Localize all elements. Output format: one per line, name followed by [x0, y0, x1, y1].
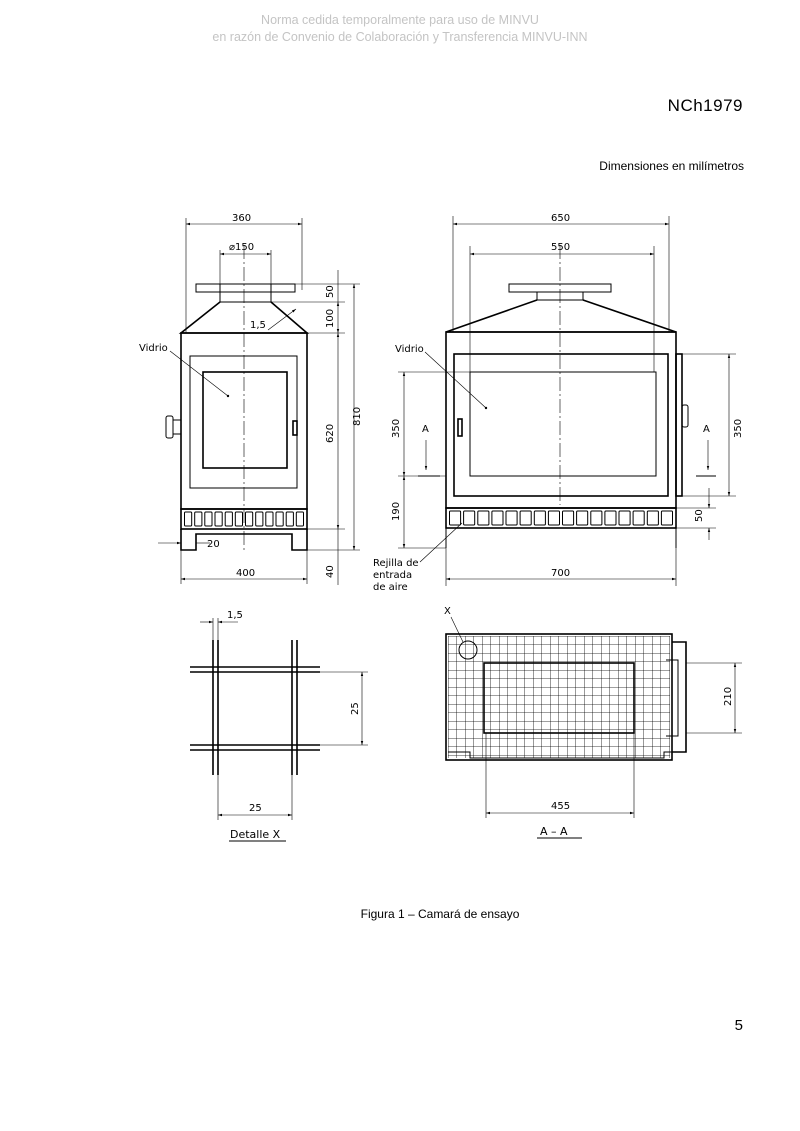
section-opening	[483, 662, 635, 734]
grille-cell	[463, 510, 476, 526]
detail-dim-15: 1,5	[227, 610, 243, 621]
section-title: A – A	[540, 825, 568, 838]
side-dim-50: 50	[325, 285, 336, 298]
front-dim-190: 190	[391, 502, 402, 521]
front-section-mark-right: A	[703, 424, 710, 435]
grille-cell	[632, 510, 645, 526]
side-dim-20: 20	[207, 539, 220, 550]
front-dim-650: 650	[551, 213, 570, 224]
side-dim-400: 400	[236, 568, 255, 579]
section-dim-210: 210	[723, 687, 734, 706]
grille-cell	[618, 510, 631, 526]
grille-cell	[491, 510, 504, 526]
front-dim-700: 700	[551, 568, 570, 579]
front-label-grid-2: entrada	[373, 570, 412, 581]
grille-cell	[449, 510, 462, 526]
side-handle	[292, 420, 298, 436]
front-label-grid-3: de aire	[373, 582, 408, 593]
section-dim-455: 455	[551, 801, 570, 812]
section-grid	[448, 636, 670, 758]
front-frame	[453, 353, 669, 497]
detail-dim-25-h: 25	[249, 803, 262, 814]
grille-cell	[214, 511, 223, 527]
grille-cell	[604, 510, 617, 526]
grille-cell	[590, 510, 603, 526]
grille-cell	[245, 511, 254, 527]
section-outline	[445, 633, 673, 761]
front-flue-neck	[536, 291, 584, 301]
grille-cell	[295, 511, 304, 527]
front-side-panel	[675, 353, 683, 497]
front-handle	[457, 418, 463, 437]
units-note: Dimensiones en milímetros	[599, 159, 744, 173]
grille-cell	[234, 511, 244, 527]
grille-cell	[275, 511, 284, 527]
side-legs	[180, 529, 308, 551]
side-flue-neck	[219, 291, 272, 303]
front-grille-frame	[445, 507, 677, 529]
grille-cell	[660, 510, 674, 526]
standard-code: NCh1979	[667, 96, 743, 115]
front-label-grid-1: Rejilla de	[373, 558, 419, 569]
grille-cell	[646, 510, 659, 526]
grille-cell	[533, 510, 546, 526]
grille-cell	[576, 510, 589, 526]
grille-cell	[547, 510, 561, 526]
detail-dim-25-v: 25	[350, 702, 361, 715]
front-view: 650 550 Vidrio 350 190 A A 350 50	[373, 213, 744, 593]
grille-cell	[194, 511, 203, 527]
detail-x: 1,5 25 25 Detalle X	[190, 610, 368, 842]
side-view: 360 ⌀150 1,5 50 100 620 810 40 20 400 Vi…	[139, 213, 363, 585]
side-flue-collar	[219, 283, 272, 293]
page-number: 5	[734, 1017, 743, 1034]
grille-cell	[224, 511, 233, 527]
front-hood	[445, 299, 677, 333]
front-dim-50: 50	[694, 509, 705, 522]
section-aa: X 210 455 A – A	[444, 606, 742, 839]
front-body	[445, 331, 677, 509]
grille-cell	[184, 511, 193, 527]
front-section-mark-left: A	[422, 424, 429, 435]
side-dim-40: 40	[325, 565, 336, 578]
front-dim-350-right: 350	[733, 419, 744, 438]
front-grille-cells	[449, 510, 674, 526]
grille-cell	[477, 510, 490, 526]
side-knob-left	[165, 415, 174, 439]
grille-cell	[204, 511, 213, 527]
grille-cell	[519, 510, 532, 526]
side-dim-810: 810	[352, 407, 363, 426]
front-dim-350-left: 350	[391, 419, 402, 438]
grille-cell	[255, 511, 264, 527]
side-flange-left	[195, 283, 221, 293]
side-dim-thickness: 1,5	[250, 320, 266, 331]
detail-title: Detalle X	[230, 828, 281, 841]
figure-caption: Figura 1 – Camará de ensayo	[360, 907, 520, 921]
front-knob	[681, 404, 689, 428]
section-mark-x: X	[444, 606, 451, 617]
watermark-line-1: Norma cedida temporalmente para uso de M…	[261, 13, 539, 27]
front-label-glass: Vidrio	[395, 344, 424, 355]
side-dim-360: 360	[232, 213, 251, 224]
grille-cell	[265, 511, 274, 527]
side-grille-cells	[184, 511, 304, 527]
grille-cell	[562, 510, 575, 526]
side-dim-620: 620	[325, 424, 336, 443]
side-dim-100: 100	[325, 309, 336, 328]
side-flange-right	[270, 283, 296, 293]
side-dim-diameter: ⌀150	[229, 242, 254, 253]
front-dim-550: 550	[551, 242, 570, 253]
side-grille-frame	[180, 508, 308, 530]
side-glass	[202, 371, 288, 469]
grille-cell	[505, 510, 518, 526]
grille-cell	[285, 511, 294, 527]
front-glass	[469, 371, 657, 477]
side-label-glass: Vidrio	[139, 343, 168, 354]
watermark-line-2: en razón de Convenio de Colaboración y T…	[212, 30, 588, 44]
section-detail-circle	[458, 640, 478, 660]
